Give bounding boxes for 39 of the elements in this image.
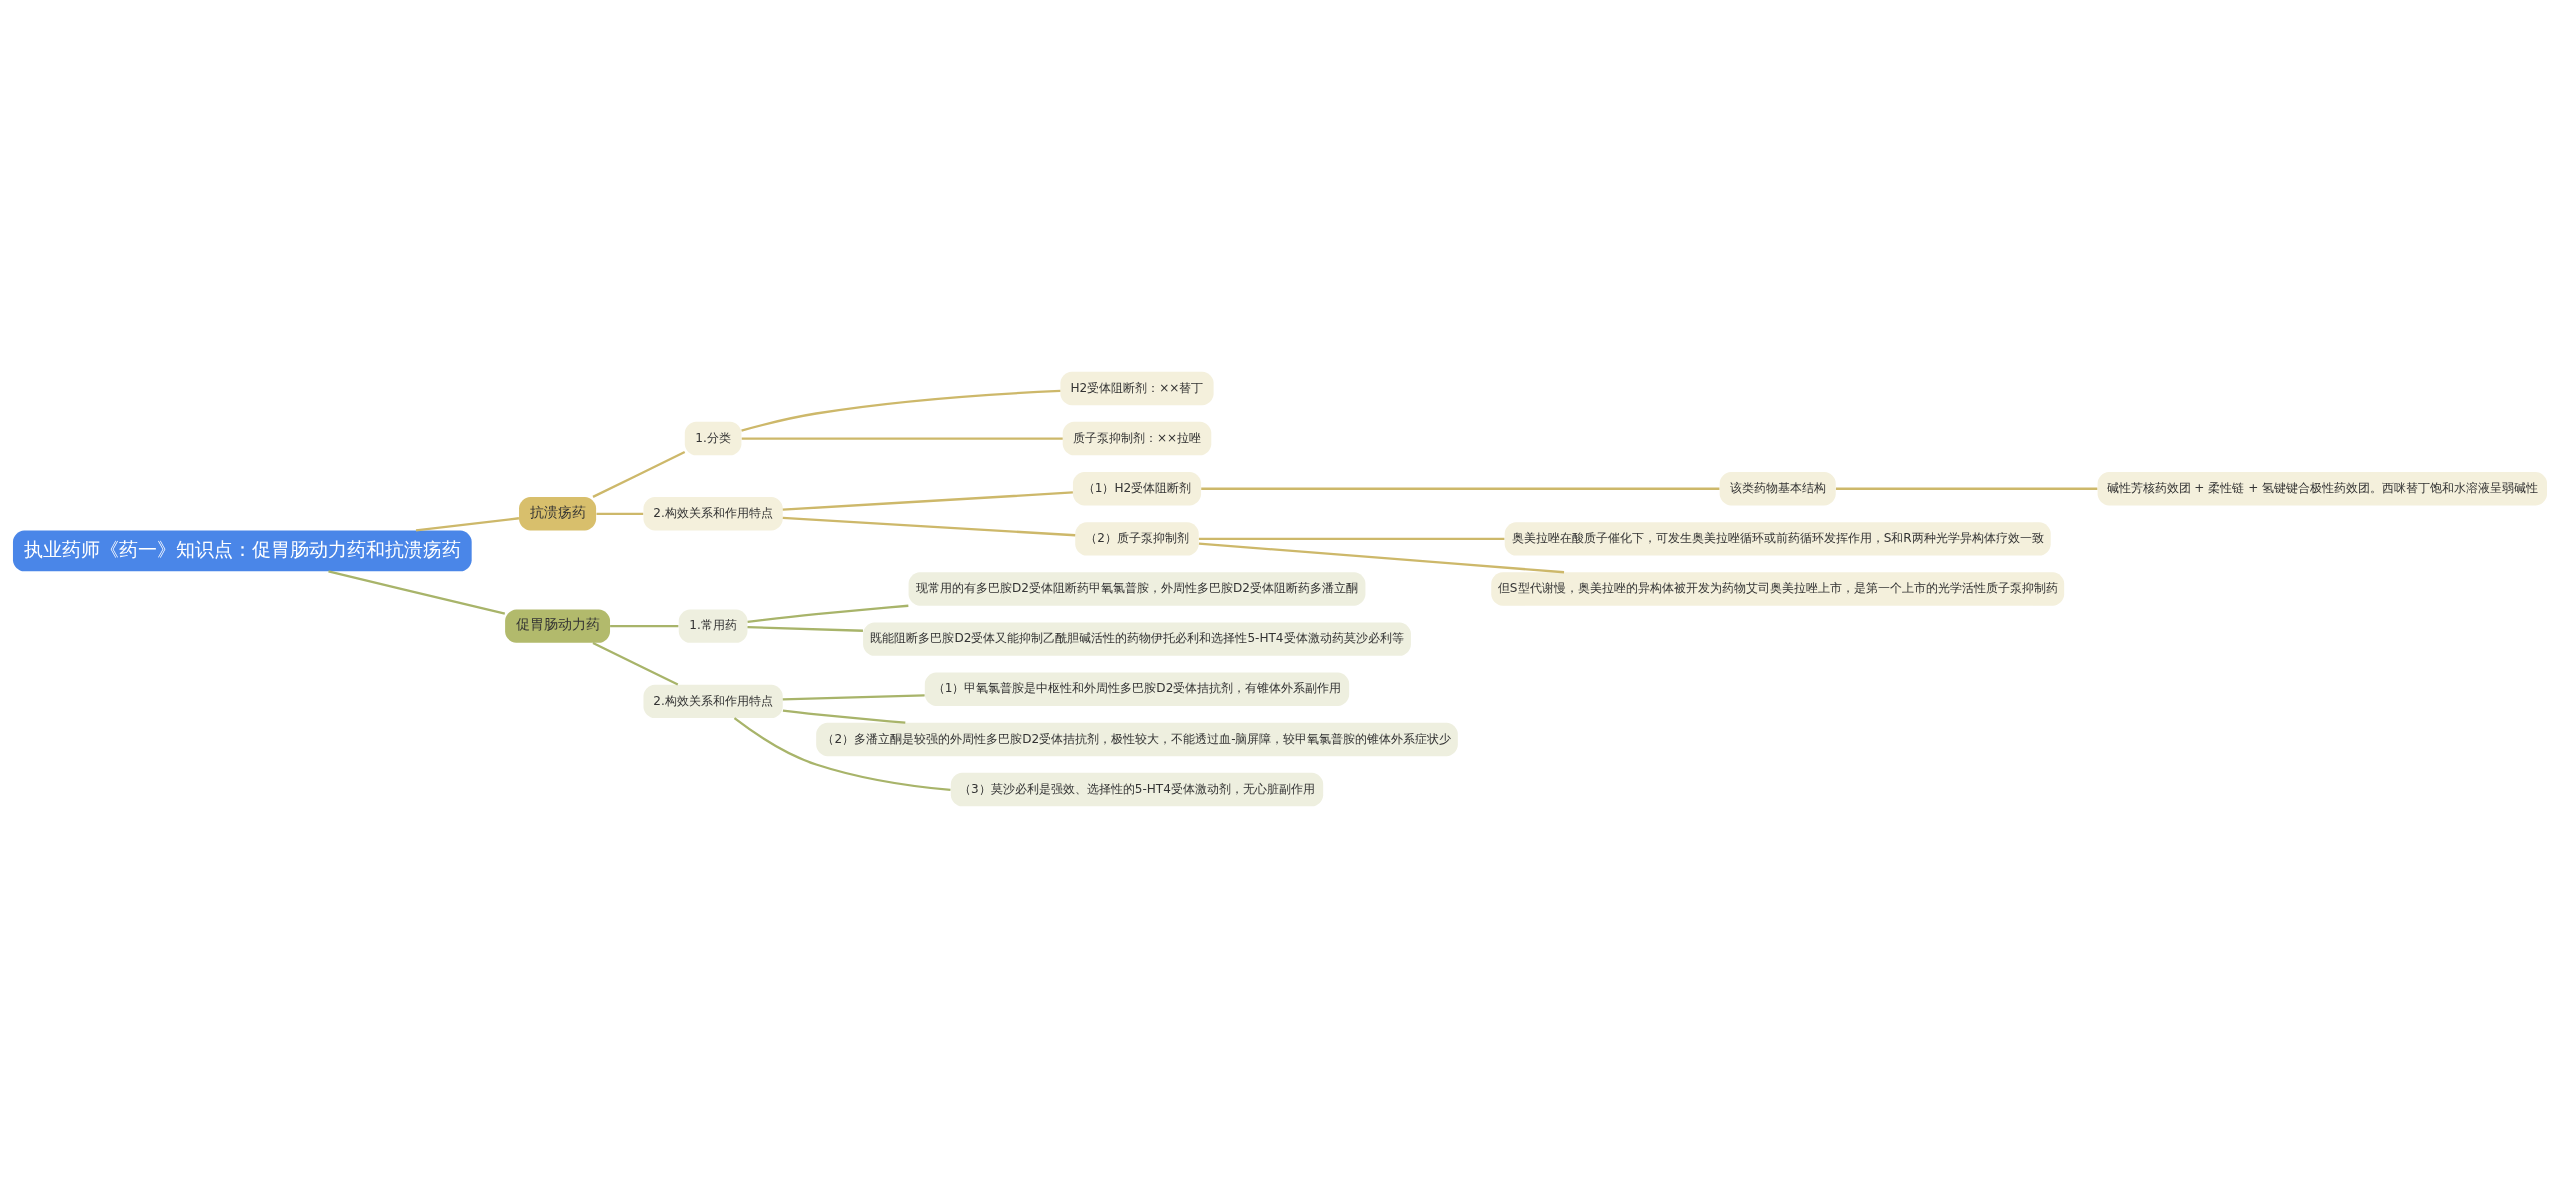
connector: [733, 716, 951, 791]
node-box: 既能阻断多巴胺D2受体又能抑制乙酰胆碱活性的药物伊托必利和选择性5-HT4受体激动药莫沙必利等: [863, 621, 1411, 656]
connector: [592, 641, 679, 686]
node-box: （1）H2受体阻断剂: [1072, 471, 1202, 505]
connector: [747, 604, 909, 623]
connector: [741, 389, 1061, 432]
node-box: 1.分类: [684, 421, 742, 455]
node-box: （2）质子泵抑制剂: [1075, 521, 1199, 556]
connector: [1201, 487, 1720, 490]
connector: [1835, 487, 2098, 490]
connector: [741, 436, 1063, 440]
connector: [610, 624, 679, 627]
node-box: 该类药物基本结构: [1719, 471, 1836, 505]
node-box: 1.常用药: [678, 608, 748, 643]
node-box: 促胃肠动力药: [505, 608, 611, 643]
node-box: 执业药师《药一》知识点：促胃肠动力药和抗溃疡药: [12, 530, 472, 571]
connector: [747, 625, 863, 632]
connector: [592, 450, 686, 498]
node-box: 质子泵抑制剂：××拉唑: [1062, 421, 1212, 455]
connector: [328, 569, 506, 615]
connector: [782, 490, 1073, 511]
connector: [596, 512, 644, 515]
connector: [1198, 542, 1565, 573]
node-box: 但S型代谢慢，奥美拉唑的异构体被开发为药物艾司奥美拉唑上市，是第一个上市的光学活性质子泵抑制药: [1491, 571, 2065, 606]
node-box: （3）莫沙必利是强效、选择性的5-HT4受体激动剂，无心脏副作用: [950, 772, 1324, 806]
node-box: 抗溃疡药: [519, 496, 597, 530]
connector: [415, 516, 520, 532]
node-box: H2受体阻断剂：××替丁: [1060, 371, 1214, 405]
connector: [782, 693, 925, 701]
node-box: （1）甲氧氯普胺是中枢性和外周性多巴胺D2受体拮抗剂，有锥体外系副作用: [924, 672, 1350, 706]
node-box: 碱性芳核药效团 + 柔性链 + 氢键键合极性药效团。西咪替丁饱和水溶液呈弱碱性: [2097, 471, 2548, 505]
connector: [1198, 537, 1505, 540]
node-box: 2.构效关系和作用特点: [643, 496, 783, 530]
connector: [782, 516, 1076, 536]
node-box: 奥美拉唑在酸质子催化下，可发生奥美拉唑循环或前药循环发挥作用，S和R两种光学异构体疗效一致: [1504, 521, 2051, 556]
connector: [782, 708, 906, 724]
node-box: （2）多潘立酮是较强的外周性多巴胺D2受体拮抗剂，极性较大，不能透过血-脑屏障，较甲氧氯普胺的锥体外系症状少: [816, 722, 1458, 756]
node-box: 现常用的有多巴胺D2受体阻断药甲氧氯普胺，外周性多巴胺D2受体阻断药多潘立酮: [908, 571, 1366, 606]
node-box: 2.构效关系和作用特点: [643, 684, 783, 718]
